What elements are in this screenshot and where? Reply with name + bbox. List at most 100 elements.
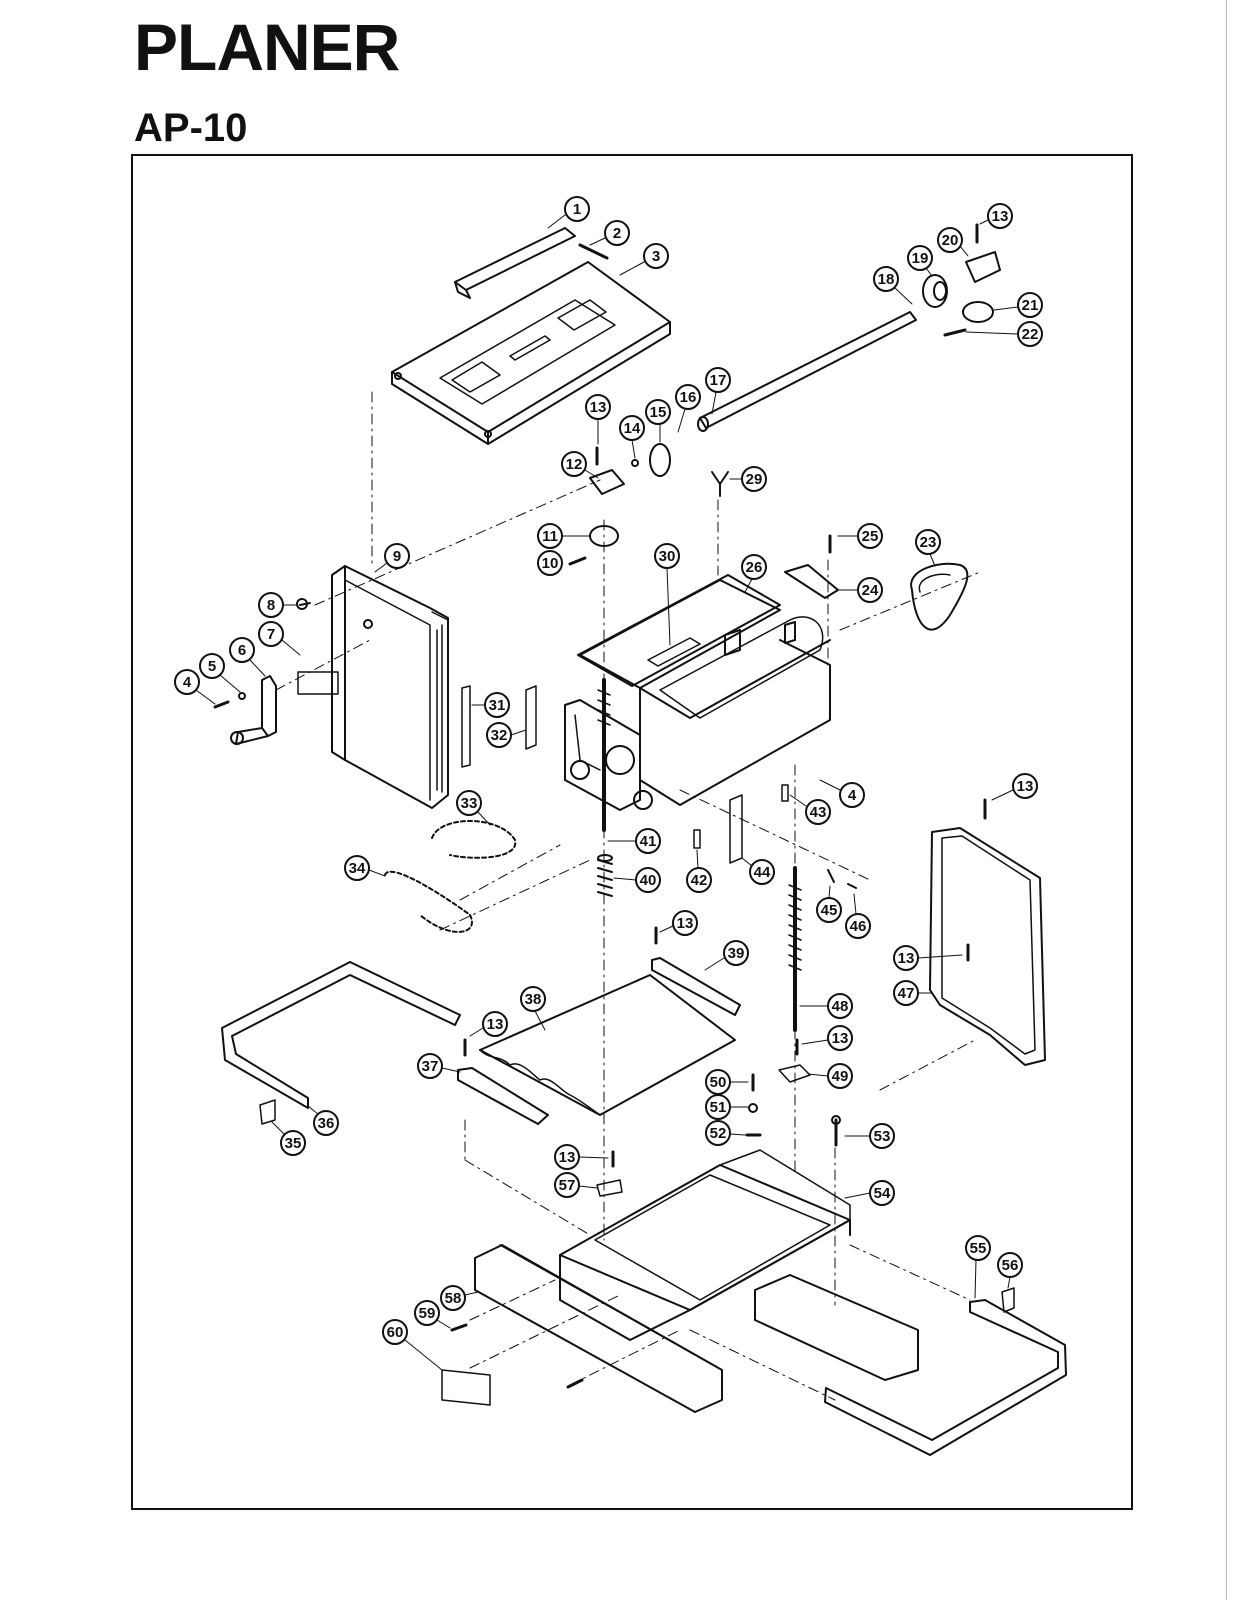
callout-53: 53: [844, 1123, 895, 1149]
svg-text:13: 13: [1017, 778, 1034, 795]
callout-49: 49: [807, 1063, 853, 1089]
svg-text:60: 60: [387, 1324, 404, 1341]
wood-skid-front: [474, 1244, 723, 1413]
svg-text:54: 54: [874, 1185, 891, 1202]
callout-57: 57: [554, 1172, 598, 1198]
callout-6: 6: [229, 637, 266, 677]
callout-7: 7: [258, 621, 301, 656]
svg-text:44: 44: [754, 864, 771, 881]
svg-text:13: 13: [832, 1030, 849, 1047]
svg-text:5: 5: [208, 658, 216, 675]
svg-text:43: 43: [810, 804, 827, 821]
svg-text:41: 41: [640, 833, 657, 850]
callout-20: 20: [937, 227, 969, 257]
svg-text:18: 18: [878, 271, 895, 288]
svg-text:3: 3: [652, 248, 660, 265]
left-stand-part: [221, 961, 461, 1125]
callout-51: 51: [705, 1094, 749, 1120]
callout-32: 32: [486, 722, 527, 748]
svg-text:51: 51: [710, 1099, 727, 1116]
right-stand-part: [824, 1287, 1067, 1456]
svg-text:59: 59: [419, 1305, 436, 1322]
callout-13f: 13: [469, 1011, 508, 1037]
top-cover-part: [391, 261, 671, 445]
callout-13a: 13: [585, 394, 611, 445]
svg-text:12: 12: [566, 456, 583, 473]
callout-43: 43: [789, 794, 831, 825]
svg-text:13: 13: [559, 1149, 576, 1166]
callout-52: 52: [705, 1120, 746, 1146]
right-side-frame-part: [929, 798, 1046, 1066]
svg-text:56: 56: [1002, 1257, 1019, 1274]
callout-13e: 13: [659, 910, 698, 936]
svg-text:1: 1: [573, 201, 581, 218]
svg-text:39: 39: [728, 945, 745, 962]
svg-text:47: 47: [898, 985, 915, 1002]
callout-33: 33: [456, 790, 491, 826]
svg-text:53: 53: [874, 1128, 891, 1145]
svg-text:14: 14: [624, 420, 641, 437]
callout-13h: 13: [554, 1144, 609, 1170]
model-number: AP-10: [134, 106, 248, 150]
svg-text:4: 4: [848, 787, 857, 804]
callout-17: 17: [705, 367, 731, 415]
callout-41: 41: [607, 828, 661, 854]
callout-44: 44: [741, 857, 775, 885]
callout-22: 22: [965, 321, 1043, 347]
svg-text:4: 4: [183, 674, 192, 691]
diagram-frame: [131, 154, 1133, 1510]
callout-23: 23: [915, 529, 941, 567]
svg-text:13: 13: [677, 915, 694, 932]
callout-14: 14: [619, 415, 645, 459]
callout-3: 3: [619, 243, 669, 276]
svg-text:13: 13: [590, 399, 607, 416]
callout-25: 25: [837, 523, 883, 549]
drive-belt-part: [910, 562, 969, 631]
callout-34: 34: [344, 855, 386, 881]
callout-13g: 13: [801, 1025, 853, 1051]
callout-58: 58: [440, 1285, 479, 1311]
svg-text:13: 13: [898, 950, 915, 967]
svg-text:16: 16: [680, 389, 697, 406]
callout-37: 37: [417, 1053, 461, 1079]
drive-shaft-part: [697, 223, 1001, 432]
svg-text:48: 48: [832, 998, 849, 1015]
svg-text:20: 20: [942, 232, 959, 249]
svg-text:23: 23: [920, 534, 937, 551]
svg-text:10: 10: [542, 555, 559, 572]
svg-text:42: 42: [691, 872, 708, 889]
crank-handle-part: [213, 675, 277, 745]
callout-48: 48: [799, 993, 853, 1019]
svg-text:31: 31: [489, 697, 506, 714]
lead-screw-part: [597, 678, 613, 897]
callout-42: 42: [686, 849, 712, 893]
callout-40: 40: [613, 867, 661, 893]
svg-text:45: 45: [821, 902, 838, 919]
callout-36: 36: [307, 1105, 339, 1136]
svg-text:35: 35: [285, 1135, 302, 1152]
callout-60: 60: [382, 1319, 443, 1371]
svg-text:17: 17: [710, 372, 727, 389]
height-screw-part: [788, 866, 802, 1032]
callout-21: 21: [993, 292, 1043, 318]
svg-text:30: 30: [659, 548, 676, 565]
svg-text:36: 36: [318, 1115, 335, 1132]
svg-text:13: 13: [487, 1016, 504, 1033]
callout-16: 16: [675, 384, 701, 433]
svg-text:7: 7: [267, 626, 275, 643]
callout-38: 38: [520, 986, 546, 1031]
svg-text:57: 57: [559, 1177, 576, 1194]
callout-15: 15: [645, 399, 671, 443]
svg-text:26: 26: [746, 559, 763, 576]
base-part: [559, 1149, 851, 1341]
callout-10: 10: [537, 550, 563, 576]
callout-54: 54: [844, 1180, 895, 1206]
callout-13b: 13: [979, 203, 1013, 229]
svg-text:15: 15: [650, 404, 667, 421]
callout-18: 18: [873, 266, 913, 305]
callout-55: 55: [965, 1235, 991, 1299]
svg-text:25: 25: [862, 528, 879, 545]
callout-59: 59: [414, 1300, 451, 1329]
callout-8: 8: [258, 592, 297, 618]
